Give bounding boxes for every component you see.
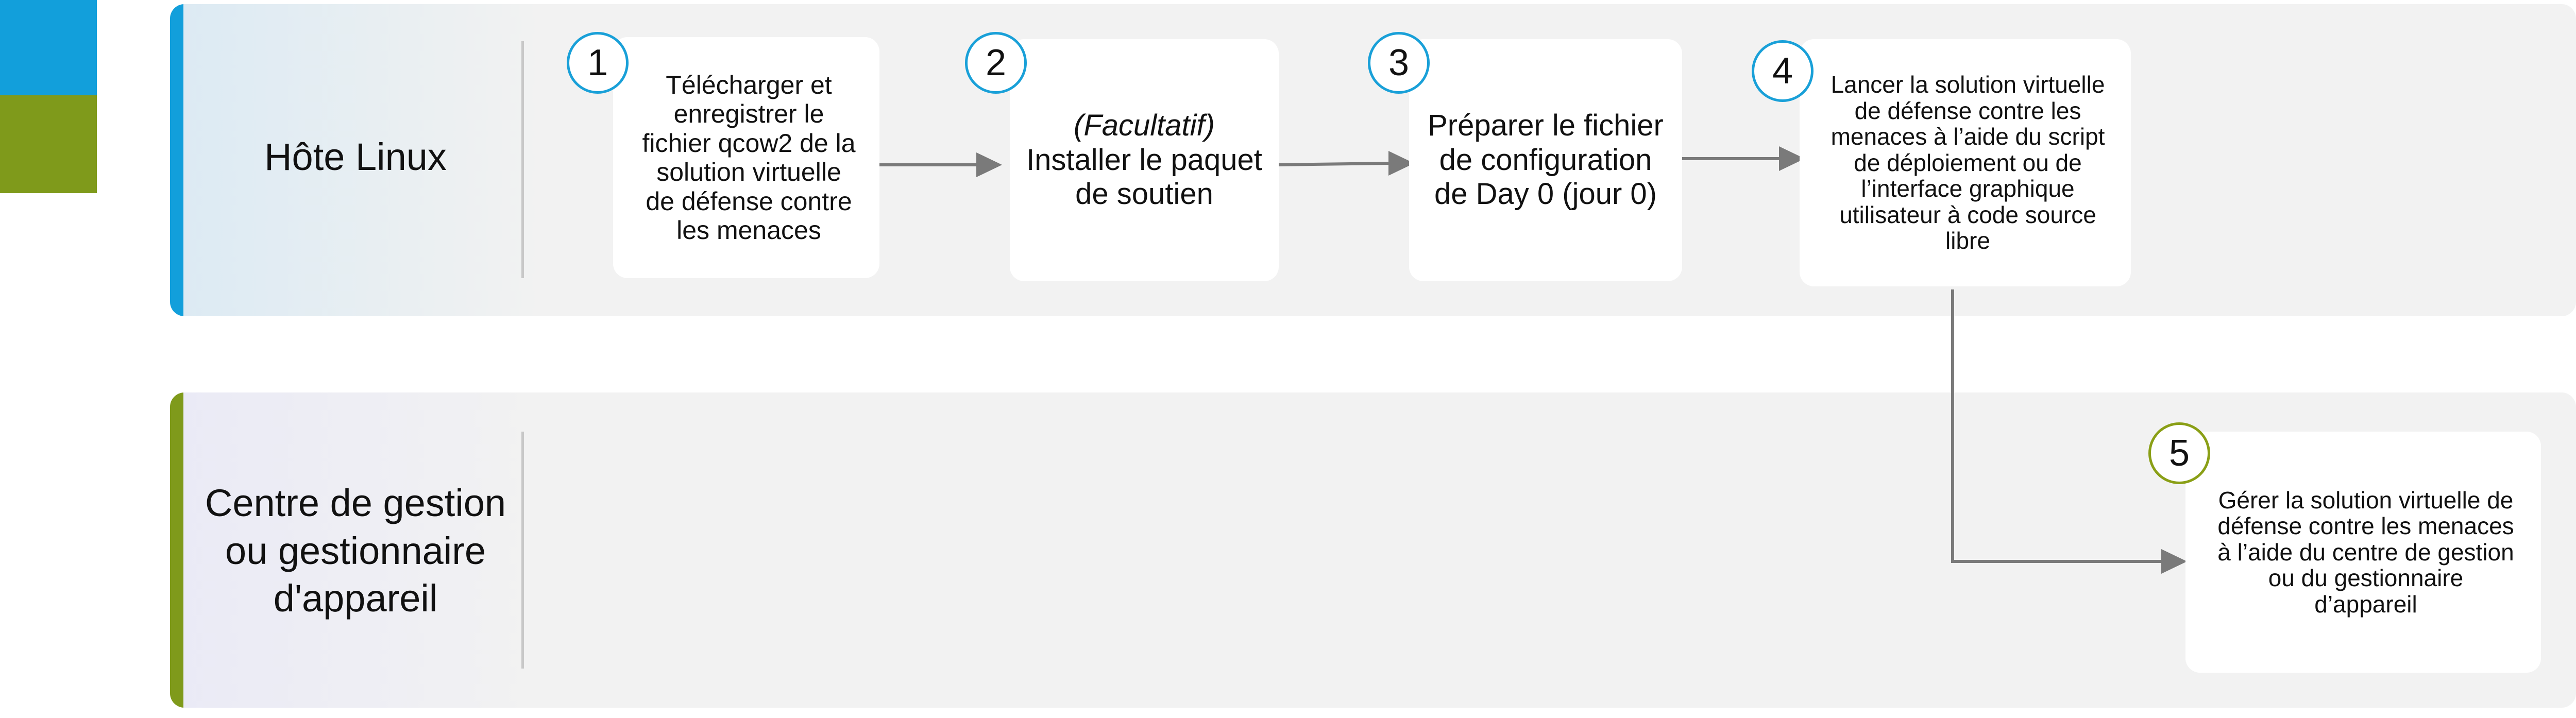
- lane-accent-glow: [183, 392, 544, 708]
- step-3-text: Préparer le fichier de configuration de …: [1428, 108, 1664, 211]
- step-2-optional-label: (Facultatif): [1074, 108, 1215, 142]
- lane-divider: [521, 41, 524, 278]
- step-5-text: Gérer la solution virtuelle de défense c…: [2217, 486, 2514, 618]
- lane-accent-bar: [170, 392, 183, 708]
- step-number-3: 3: [1368, 32, 1430, 94]
- arrowhead-3-4: [1779, 146, 1805, 171]
- lane-accent-glow: [183, 4, 544, 316]
- step-card-4: Lancer la solution virtuelle de défense …: [1800, 39, 2131, 286]
- step-4-text: Lancer la solution virtuelle de défense …: [1831, 71, 2105, 254]
- color-swatch-blue: [0, 0, 97, 95]
- step-card-1: Télécharger et enregistrer le fichier qc…: [613, 37, 879, 278]
- step-card-5: Gérer la solution virtuelle de défense c…: [2185, 432, 2541, 673]
- step-number-4: 4: [1752, 40, 1814, 102]
- arrowhead-4-5: [2161, 549, 2187, 574]
- step-2-text: Installer le paquet de soutien: [1026, 143, 1262, 211]
- lane-divider: [521, 432, 524, 669]
- color-swatch-green: [0, 95, 97, 193]
- connector-4-5: [1951, 289, 2161, 563]
- step-card-2: (Facultatif) Installer le paquet de sout…: [1010, 39, 1279, 281]
- arrowhead-1-2: [976, 152, 1002, 177]
- lane-accent-bar: [170, 4, 183, 316]
- step-number-5: 5: [2148, 422, 2210, 484]
- step-number-2: 2: [965, 32, 1027, 94]
- connector-2-3: [1278, 162, 1389, 166]
- arrowhead-2-3: [1388, 151, 1414, 176]
- lane-title-management-center: Centre de gestion ou gestionnaire d'appa…: [205, 482, 506, 620]
- lane-title-linux-host: Hôte Linux: [264, 135, 447, 178]
- step-1-text: Télécharger et enregistrer le fichier qc…: [642, 70, 856, 245]
- step-card-3: Préparer le fichier de configuration de …: [1409, 39, 1682, 281]
- step-number-1: 1: [567, 32, 629, 94]
